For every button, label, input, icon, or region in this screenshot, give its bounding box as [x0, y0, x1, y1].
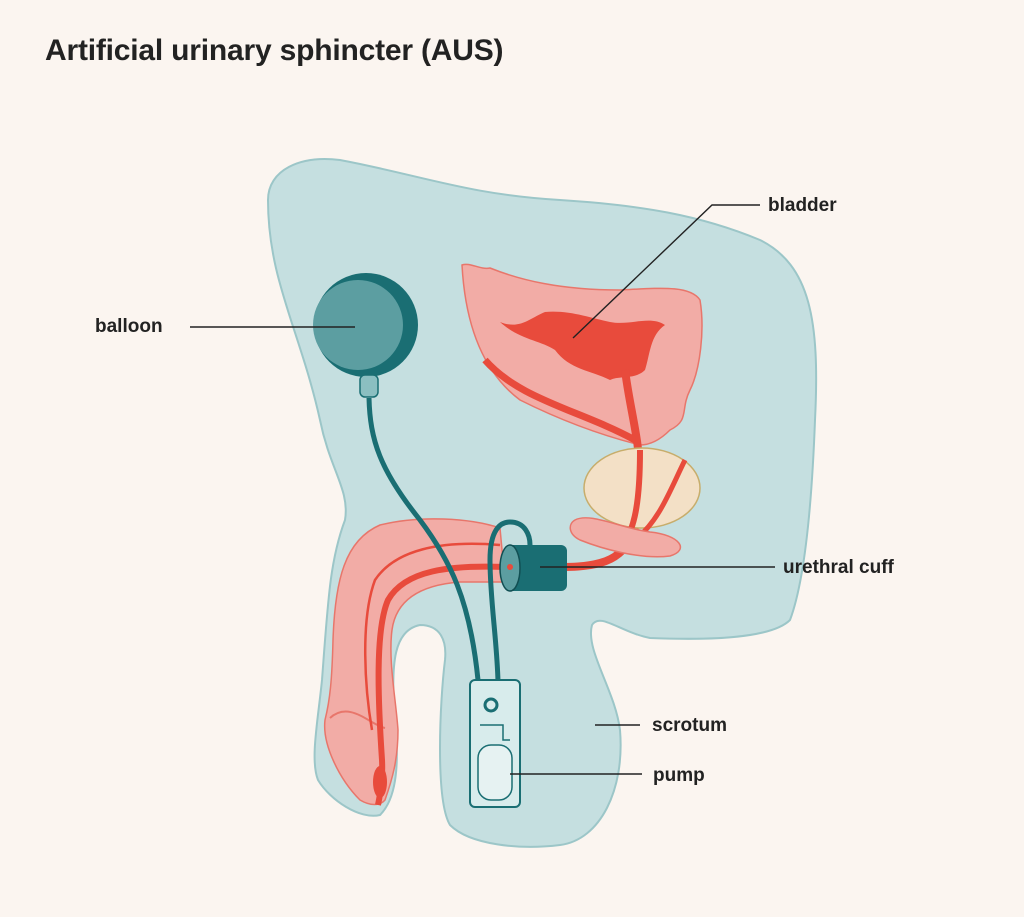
label-balloon: balloon	[95, 316, 163, 337]
balloon	[313, 273, 418, 398]
meatus	[373, 766, 387, 798]
diagram-title: Artificial urinary sphincter (AUS)	[45, 34, 504, 67]
label-urethral-cuff: urethral cuff	[783, 557, 895, 578]
corpus-line	[363, 542, 501, 731]
label-scrotum: scrotum	[652, 715, 727, 736]
prostatic-urethra	[608, 449, 643, 563]
urethral-cuff	[499, 544, 567, 592]
penis	[323, 518, 506, 806]
bladder-leader	[572, 204, 760, 339]
prostate	[583, 447, 701, 529]
bladder-lumen	[500, 311, 665, 380]
pump	[469, 679, 521, 808]
cuff-tube	[487, 519, 533, 683]
bladder-wall-stripe	[482, 357, 637, 444]
label-bladder: bladder	[768, 195, 837, 216]
label-pump: pump	[653, 765, 705, 786]
perineal-tissue	[569, 517, 682, 558]
balloon-tube	[366, 397, 481, 681]
